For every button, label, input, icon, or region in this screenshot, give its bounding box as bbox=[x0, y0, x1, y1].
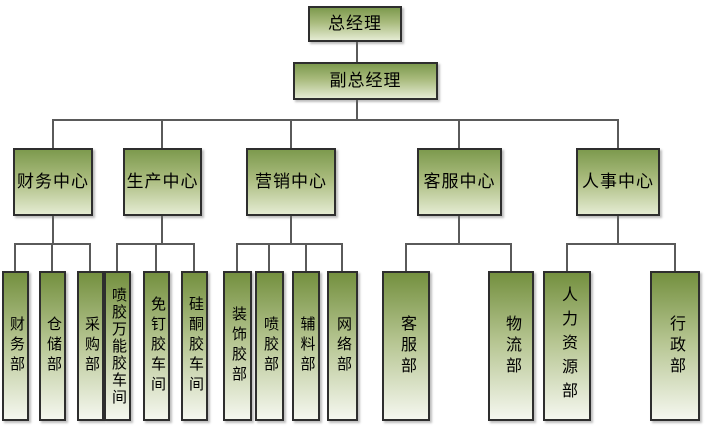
node-dept-purchasing: 采购部 bbox=[77, 271, 104, 421]
connector-line bbox=[52, 119, 619, 121]
node-dept-human-resources: 人力资源部 bbox=[543, 271, 591, 421]
node-label: 免钉胶车间 bbox=[149, 296, 165, 396]
connector-line bbox=[89, 244, 91, 271]
node-center-marketing: 营销中心 bbox=[246, 148, 336, 216]
node-dept-spray-glue: 喷胶部 bbox=[255, 271, 284, 421]
node-dept-finance: 财务部 bbox=[2, 271, 29, 421]
node-label: 财务部 bbox=[8, 316, 24, 376]
node-label: 人事中心 bbox=[582, 171, 654, 191]
connector-line bbox=[161, 216, 163, 244]
connector-line bbox=[155, 244, 157, 271]
node-general-manager: 总经理 bbox=[308, 6, 402, 42]
connector-line bbox=[674, 244, 676, 271]
node-label: 网络部 bbox=[335, 316, 351, 376]
connector-line bbox=[193, 244, 195, 271]
node-dept-network: 网络部 bbox=[327, 271, 358, 421]
node-label: 采购部 bbox=[83, 316, 99, 376]
node-center-hr: 人事中心 bbox=[576, 148, 660, 216]
connector-line bbox=[305, 244, 307, 271]
node-center-finance: 财务中心 bbox=[13, 148, 93, 216]
node-dept-warehouse: 仓储部 bbox=[39, 271, 66, 421]
node-dept-auxiliary-materials: 辅料部 bbox=[292, 271, 320, 421]
node-label: 辅料部 bbox=[298, 316, 315, 376]
node-dept-customer-service: 客服部 bbox=[382, 271, 430, 421]
connector-line bbox=[236, 244, 238, 271]
node-label: 客服中心 bbox=[423, 171, 496, 191]
connector-line bbox=[290, 216, 292, 244]
node-label: 人力资源部 bbox=[559, 286, 576, 406]
connector-line bbox=[52, 216, 54, 244]
node-label: 喷胶万能胶车间 bbox=[110, 286, 126, 406]
node-dept-decorative-glue: 装饰胶部 bbox=[223, 271, 252, 421]
connector-line bbox=[236, 243, 343, 245]
connector-line bbox=[116, 244, 118, 271]
node-label: 总经理 bbox=[328, 13, 382, 33]
node-deputy-general-manager: 副总经理 bbox=[293, 62, 438, 100]
connector-line bbox=[510, 244, 512, 271]
node-label: 生产中心 bbox=[126, 171, 199, 191]
connector-line bbox=[566, 243, 676, 245]
node-center-customer-service: 客服中心 bbox=[417, 148, 502, 216]
node-label: 副总经理 bbox=[329, 70, 402, 90]
node-dept-nailfree-glue-workshop: 免钉胶车间 bbox=[143, 271, 170, 421]
connector-line bbox=[566, 244, 568, 271]
connector-line bbox=[617, 120, 619, 148]
node-dept-silicone-glue-workshop: 硅酮胶车间 bbox=[181, 271, 208, 421]
connector-line bbox=[52, 120, 54, 148]
connector-line bbox=[268, 244, 270, 271]
node-center-production: 生产中心 bbox=[123, 148, 202, 216]
connector-line bbox=[405, 243, 512, 245]
connector-line bbox=[290, 120, 292, 148]
node-label: 物流部 bbox=[503, 314, 520, 378]
connector-line bbox=[341, 244, 343, 271]
connector-line bbox=[405, 244, 407, 271]
connector-line bbox=[356, 100, 358, 120]
node-dept-spray-allpurpose-glue-workshop: 喷胶万能胶车间 bbox=[104, 271, 131, 421]
node-label: 营销中心 bbox=[255, 171, 327, 191]
node-label: 装饰胶部 bbox=[230, 306, 246, 386]
node-label: 客服部 bbox=[398, 314, 415, 378]
node-label: 行政部 bbox=[667, 314, 684, 378]
connector-line bbox=[14, 244, 16, 271]
node-label: 喷胶部 bbox=[262, 316, 278, 376]
node-label: 仓储部 bbox=[45, 316, 61, 376]
connector-line bbox=[458, 120, 460, 148]
connector-line bbox=[458, 216, 460, 244]
connector-line bbox=[356, 42, 358, 63]
connector-line bbox=[617, 216, 619, 244]
connector-line bbox=[51, 244, 53, 271]
node-label: 硅酮胶车间 bbox=[187, 296, 203, 396]
connector-line bbox=[161, 120, 163, 148]
node-label: 财务中心 bbox=[17, 171, 89, 191]
node-dept-administration: 行政部 bbox=[650, 271, 700, 421]
node-dept-logistics: 物流部 bbox=[488, 271, 534, 421]
